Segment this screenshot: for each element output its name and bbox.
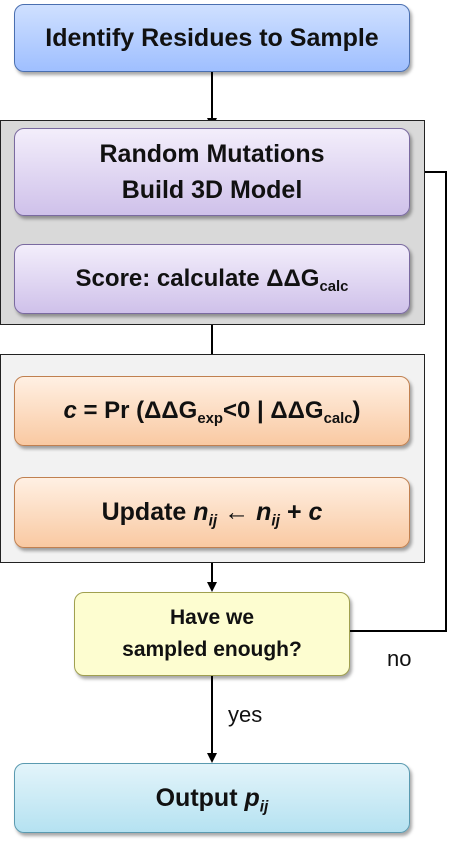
decision-line-2: sampled enough?	[122, 638, 302, 661]
probability-formula: c = Pr (ΔΔGexp<0 | ΔΔGcalc)	[63, 397, 361, 428]
output-box: Output pij	[14, 763, 410, 833]
score-label: Score: calculate ΔΔGcalc	[75, 265, 349, 296]
output-label: Output pij	[155, 783, 269, 815]
random-mutations-label: Random Mutations	[99, 140, 325, 168]
decision-line-1: Have we	[169, 606, 255, 629]
update-box: Update nij ← nij + c	[14, 477, 410, 548]
identify-residues-label: Identify Residues to Sample	[45, 23, 379, 52]
probability-box: c = Pr (ΔΔGexp<0 | ΔΔGcalc)	[14, 376, 410, 446]
loop-back-arrow	[350, 167, 447, 632]
build-model-label: Build 3D Model	[121, 176, 303, 204]
identify-residues-box: Identify Residues to Sample	[14, 4, 410, 72]
no-edge-label: no	[387, 646, 412, 671]
decision-box: Have we sampled enough?	[74, 592, 350, 676]
mutation-model-box: Random Mutations Build 3D Model	[14, 128, 410, 216]
update-formula: Update nij ← nij + c	[101, 498, 323, 530]
yes-edge-label: yes	[228, 702, 263, 727]
score-box: Score: calculate ΔΔGcalc	[14, 244, 410, 314]
